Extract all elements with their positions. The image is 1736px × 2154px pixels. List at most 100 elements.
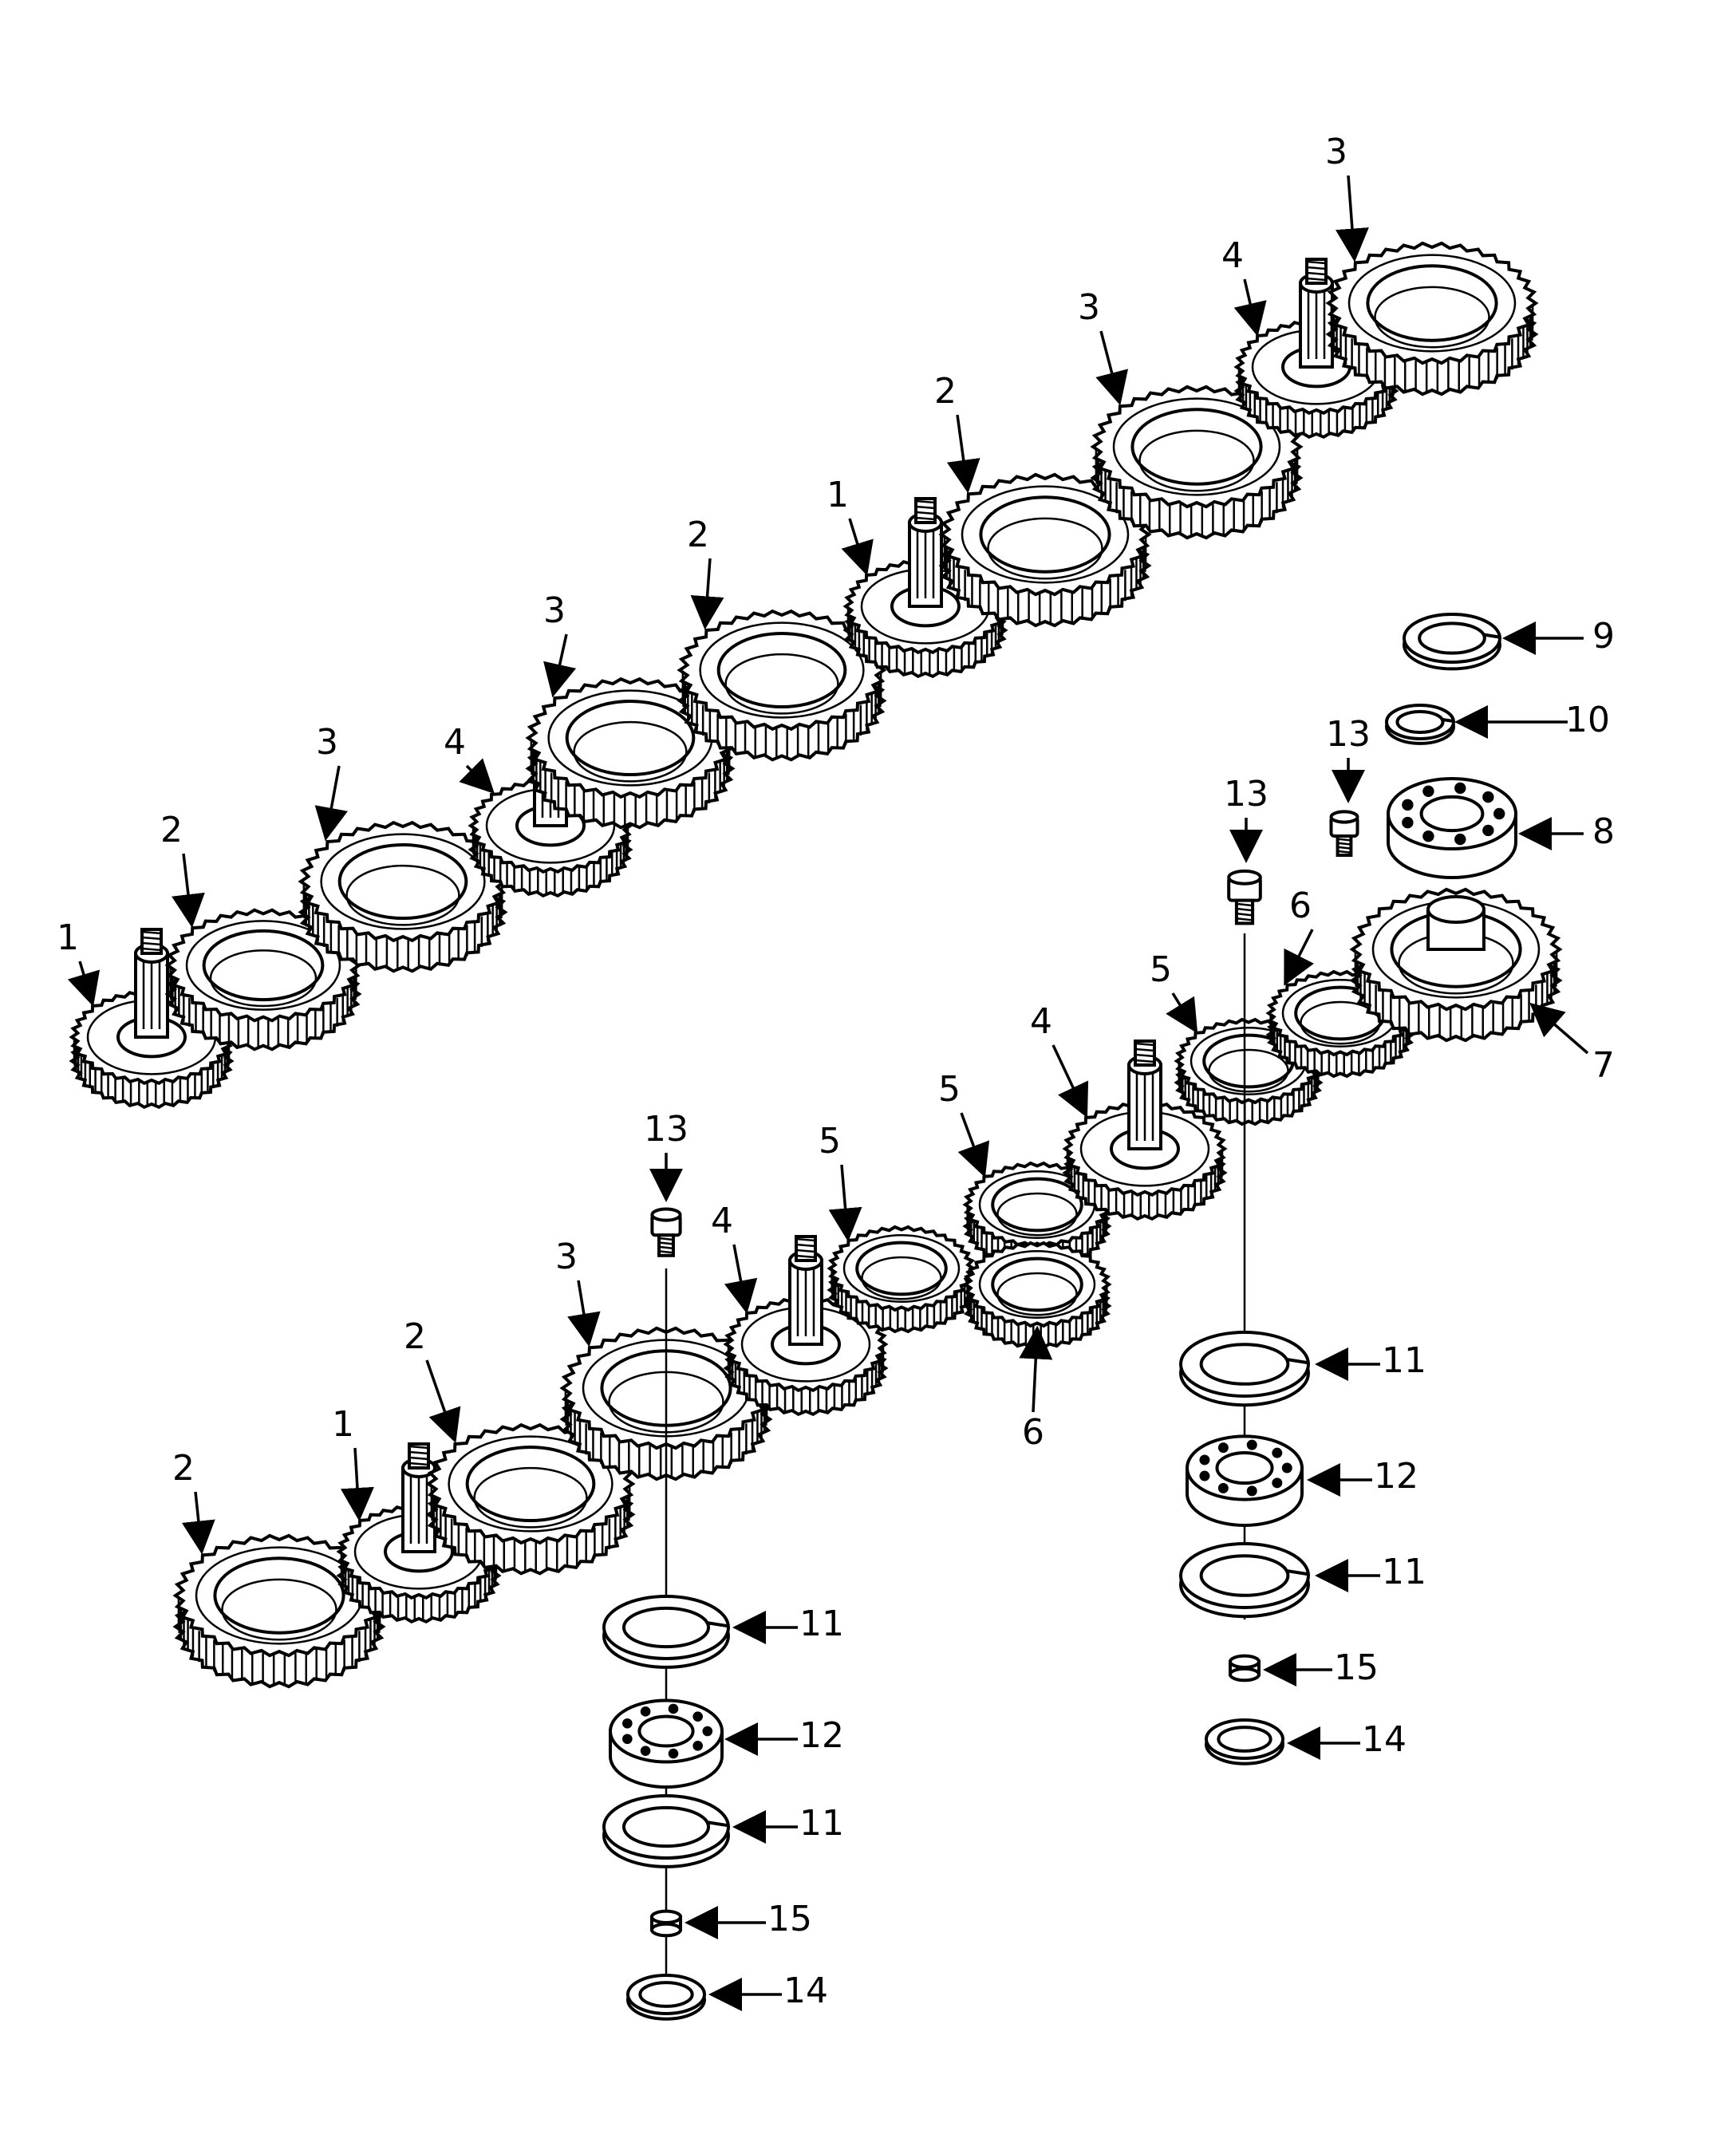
gear-teeth-hatch [681, 670, 882, 759]
lower-callout-8: 6 [1022, 1412, 1044, 1453]
lower-gear-5 [723, 1235, 889, 1417]
gear-teeth-hatch [530, 738, 731, 826]
callout-11-right-b: 11 [1382, 1552, 1426, 1592]
lower-gear-10 [1174, 1017, 1324, 1126]
callout-11-right-a: 11 [1382, 1340, 1426, 1381]
spacer-ring-11-right-top [1179, 1331, 1310, 1407]
leader-arrow [340, 1447, 374, 1521]
lower-gear-8 [962, 1241, 1112, 1350]
callout-9: 9 [1592, 616, 1615, 657]
callout-15-left: 15 [767, 1899, 812, 1939]
upper-callout-9: 3 [1078, 287, 1100, 328]
upper-callout-2: 2 [160, 810, 183, 850]
gear-teeth-hatch [430, 1484, 631, 1572]
leader-arrow [543, 633, 577, 698]
upper-callout-3: 3 [316, 722, 338, 763]
lower-callout-9: 4 [1030, 1001, 1052, 1042]
lower-callout-10: 5 [1150, 949, 1172, 990]
callout-13-b: 13 [1224, 774, 1268, 815]
snap-ring-9 [1403, 613, 1501, 671]
upper-gear-11 [1325, 241, 1539, 396]
callout-14-right: 14 [1362, 1719, 1407, 1760]
leader-arrow [1095, 330, 1129, 406]
snap-ring-10 [1385, 704, 1455, 745]
callout-12-left: 12 [799, 1715, 844, 1756]
lower-gear-9 [1062, 1040, 1228, 1221]
leader-arrow [181, 1491, 215, 1555]
upper-callout-11: 3 [1325, 132, 1347, 172]
upper-callout-7: 1 [827, 475, 849, 515]
gear-7-boss-top [1426, 895, 1485, 924]
lower-callout-4: 3 [555, 1237, 578, 1277]
leader-arrow [1529, 1002, 1589, 1055]
lower-callout-5: 4 [711, 1201, 733, 1241]
upper-callout-10: 4 [1221, 235, 1244, 276]
lower-callout-7: 5 [938, 1069, 961, 1110]
upper-callout-8: 2 [934, 371, 957, 412]
lower-callout-2: 1 [332, 1404, 354, 1445]
leader-arrow [67, 961, 101, 1007]
gear-teeth-hatch [169, 965, 357, 1048]
leader-arrow [1166, 992, 1198, 1034]
screw-13-left [650, 1207, 682, 1257]
spacer-ring-11-left-bottom [602, 1794, 730, 1868]
leader-arrow [690, 558, 724, 630]
lower-callout-11: 6 [1289, 886, 1312, 926]
spacer-ring-11-right-bottom [1179, 1542, 1310, 1619]
callout-8: 8 [1592, 811, 1615, 852]
gear-teeth-hatch [177, 1596, 381, 1686]
gear-teeth-hatch [727, 1344, 885, 1414]
leader-arrow [425, 1359, 461, 1444]
leader-arrow [828, 1164, 862, 1242]
callout-13-c: 13 [644, 1109, 688, 1150]
lower-callout-3: 2 [404, 1316, 426, 1357]
bearing-8 [1387, 777, 1517, 879]
screw-13-upper-right [1329, 810, 1359, 857]
bearing-12-right [1186, 1434, 1304, 1527]
lower-gear-3 [425, 1422, 636, 1576]
leaders-layer [67, 175, 1589, 2011]
upper-gear-2 [164, 908, 362, 1051]
spacer-15-left [650, 1909, 682, 1938]
upper-callout-1: 1 [57, 917, 79, 958]
upper-gear-7 [842, 497, 1008, 679]
leader-arrow [1051, 1044, 1089, 1118]
gear-teeth-hatch [1066, 1149, 1224, 1218]
leader-arrow [314, 765, 348, 842]
upper-gear-3 [298, 820, 508, 973]
upper-gear-8 [938, 472, 1152, 628]
spacer-15-right [1229, 1654, 1261, 1683]
upper-gear-6 [677, 609, 887, 762]
callout-14-left: 14 [783, 1971, 828, 2011]
lower-gear-6 [827, 1225, 977, 1334]
leader-arrow [724, 1244, 758, 1314]
leader-arrow [1019, 1325, 1053, 1413]
leader-arrow [567, 1280, 601, 1347]
callout-15-right: 15 [1334, 1647, 1379, 1688]
washer-14-left [626, 1974, 706, 2021]
bearing-12-left [609, 1698, 724, 1789]
callout-12-right: 12 [1374, 1456, 1418, 1497]
lower-gear-1 [172, 1533, 386, 1689]
callout-13-a: 13 [1326, 714, 1371, 755]
leader-arrow [957, 1112, 990, 1178]
parts-layer [69, 241, 1563, 2021]
leader-arrow [1335, 175, 1369, 262]
upper-callout-4: 4 [444, 722, 466, 763]
lower-callout-12: 7 [1592, 1045, 1615, 1086]
gear-teeth-hatch [564, 1388, 768, 1478]
upper-gear-5 [525, 677, 736, 830]
gear-teeth-hatch [1330, 303, 1534, 393]
lower-callout-1: 2 [172, 1448, 195, 1489]
screw-13-center [1227, 869, 1262, 925]
leader-arrow [1284, 929, 1315, 986]
callout-11-left-b: 11 [799, 1803, 844, 1844]
callout-10: 10 [1565, 700, 1610, 740]
washer-14-right [1205, 1718, 1284, 1765]
spacer-ring-11-left-top [602, 1595, 730, 1669]
upper-callout-5: 3 [543, 590, 566, 631]
callout-11-left-a: 11 [799, 1604, 844, 1644]
leader-arrow [172, 853, 205, 928]
